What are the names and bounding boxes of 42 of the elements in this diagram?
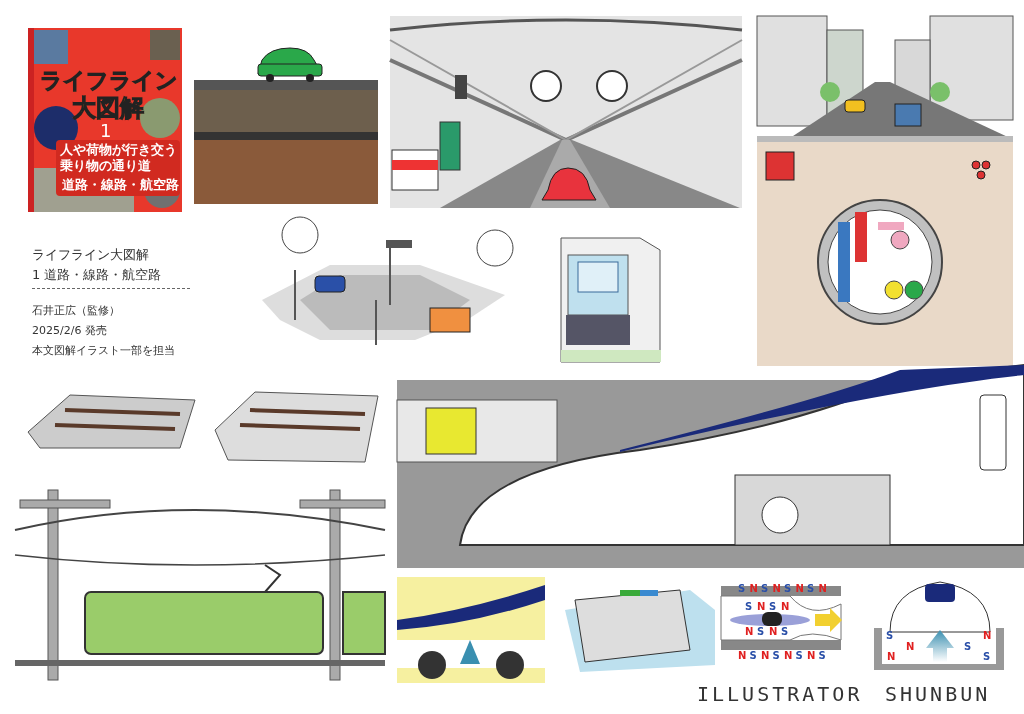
cover-subtitle: 人や荷物が行き交う乗り物の通り道 bbox=[60, 142, 178, 174]
cover-subtitle: 道路・線路・航空路 bbox=[62, 178, 179, 191]
signature-text: SHUNBUN bbox=[885, 684, 991, 704]
magnet-pole-letter: N bbox=[745, 627, 754, 637]
magnet-pole-letter: N bbox=[818, 584, 827, 594]
signature-text: ILLUSTRATOR bbox=[697, 684, 863, 704]
magnet-pole-letter: S bbox=[761, 584, 769, 594]
release-date: 2025/2/6 発売 bbox=[32, 325, 107, 336]
magnet-pole-letter: S bbox=[784, 584, 792, 594]
cover-title: ライフライン bbox=[40, 70, 178, 92]
magnet-pole-letter: S bbox=[983, 652, 991, 662]
magnet-pole-letter: S bbox=[795, 651, 803, 661]
magnet-pole-letter: S bbox=[818, 651, 826, 661]
cover-volume-number: 1 bbox=[100, 122, 112, 140]
magnet-pole-letter: N bbox=[757, 602, 766, 612]
magnet-pole-letter: S bbox=[886, 631, 894, 641]
magnet-pole-letter: N bbox=[906, 642, 915, 652]
magnet-pole-letter: N bbox=[795, 584, 804, 594]
magnet-pole-letter: N bbox=[749, 584, 758, 594]
magnet-pole-letter: S bbox=[745, 602, 753, 612]
magnet-pole-letter: N bbox=[772, 584, 781, 594]
magnet-pole-letter: N bbox=[887, 652, 896, 662]
book-subtitle: 1 道路・線路・航空路 bbox=[32, 268, 162, 281]
magnet-pole-letter: N bbox=[784, 651, 793, 661]
magnet-pole-letter: S bbox=[769, 602, 777, 612]
magnet-pole-letter: N bbox=[769, 627, 778, 637]
magnet-pole-letter: N bbox=[781, 602, 790, 612]
magnet-pole-letter: N bbox=[738, 651, 747, 661]
magnet-pole-letter: N bbox=[807, 651, 816, 661]
magnet-pole-letter: S bbox=[772, 651, 780, 661]
credit-text: 石井正広（監修） bbox=[32, 305, 120, 316]
magnet-pole-letter: N bbox=[761, 651, 770, 661]
magnet-pole-letter: S bbox=[738, 584, 746, 594]
magnet-pole-letter: N bbox=[983, 631, 992, 641]
magnet-pole-letter: S bbox=[749, 651, 757, 661]
magnet-pole-letter: S bbox=[807, 584, 815, 594]
magnet-pole-letter: S bbox=[781, 627, 789, 637]
magnet-pole-letter: S bbox=[757, 627, 765, 637]
cover-title: 大図解 bbox=[72, 96, 144, 120]
credit-text: 本文図解イラスト一部を担当 bbox=[32, 345, 175, 356]
magnet-pole-letter: S bbox=[964, 642, 972, 652]
book-title: ライフライン大図解 bbox=[32, 248, 149, 261]
